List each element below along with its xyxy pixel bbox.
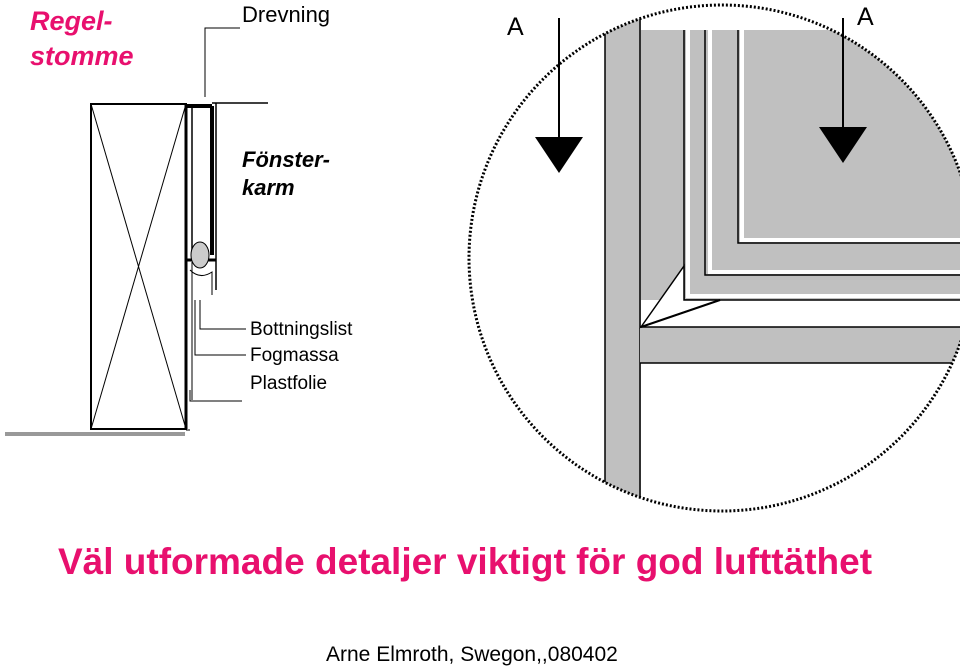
label-fonsterkarm-2: karm xyxy=(242,175,295,200)
label-plastfolie: Plastfolie xyxy=(250,373,327,394)
label-bottningslist: Bottningslist xyxy=(250,319,353,340)
leader-plastfolie xyxy=(189,390,242,402)
magnifier-outline xyxy=(467,3,960,513)
leader-drevning xyxy=(204,27,240,97)
wall-section xyxy=(5,27,268,436)
section-label-left: A xyxy=(507,13,524,41)
detail-magnifier xyxy=(469,5,960,511)
label-fogmassa: Fogmassa xyxy=(250,345,339,366)
label-regelstomme-1: Regel- xyxy=(30,6,113,36)
sealant-bead xyxy=(190,241,210,269)
label-fonsterkarm-1: Fönster- xyxy=(242,147,330,172)
floor-line xyxy=(5,432,185,436)
frame-vertical xyxy=(605,5,641,511)
leader-bottningslist xyxy=(199,300,246,330)
headline: Väl utformade detaljer viktigt för god l… xyxy=(57,541,873,582)
credit-line: Arne Elmroth, Swegon,,080402 xyxy=(326,643,618,666)
section-label-right: A xyxy=(857,3,874,31)
section-arrow-right xyxy=(819,18,867,163)
label-regelstomme-2: stomme xyxy=(30,41,134,71)
label-drevning: Drevning xyxy=(242,2,330,27)
section-arrow-left xyxy=(535,18,583,173)
leader-fogmassa xyxy=(194,300,246,356)
sill-horizontal xyxy=(640,327,960,363)
stud-cross-2 xyxy=(90,103,187,430)
